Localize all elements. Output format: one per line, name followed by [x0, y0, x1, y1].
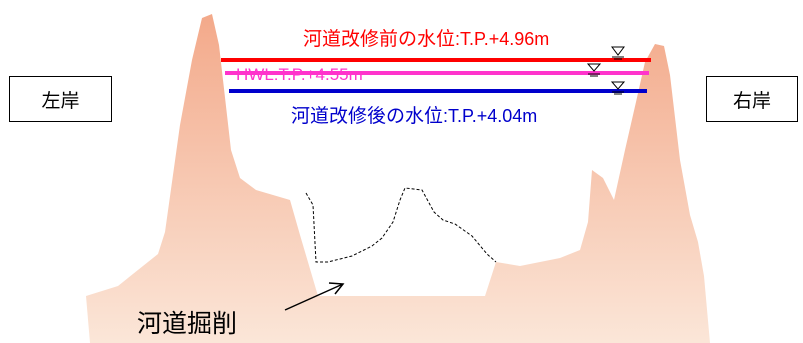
right-bank-label: 右岸	[706, 76, 798, 122]
terrain-cross-section	[86, 14, 710, 343]
water-level-symbol-icon	[611, 46, 625, 60]
hwl-label: HWL:T.P.+4.55m	[236, 65, 363, 84]
excavation-arrow-line	[284, 283, 344, 311]
water-level-after-label: 河道改修後の水位:T.P.+4.04m	[291, 105, 537, 127]
water-level-symbol-icon	[586, 63, 602, 77]
original-riverbed-dashed-line	[305, 187, 497, 263]
water-level-before-label: 河道改修前の水位:T.P.+4.96m	[303, 28, 549, 50]
arrow-head-icon	[328, 282, 345, 295]
left-bank-label: 左岸	[9, 76, 112, 122]
excavation-label: 河道掘削	[137, 309, 237, 338]
water-level-symbol-icon	[610, 81, 626, 95]
